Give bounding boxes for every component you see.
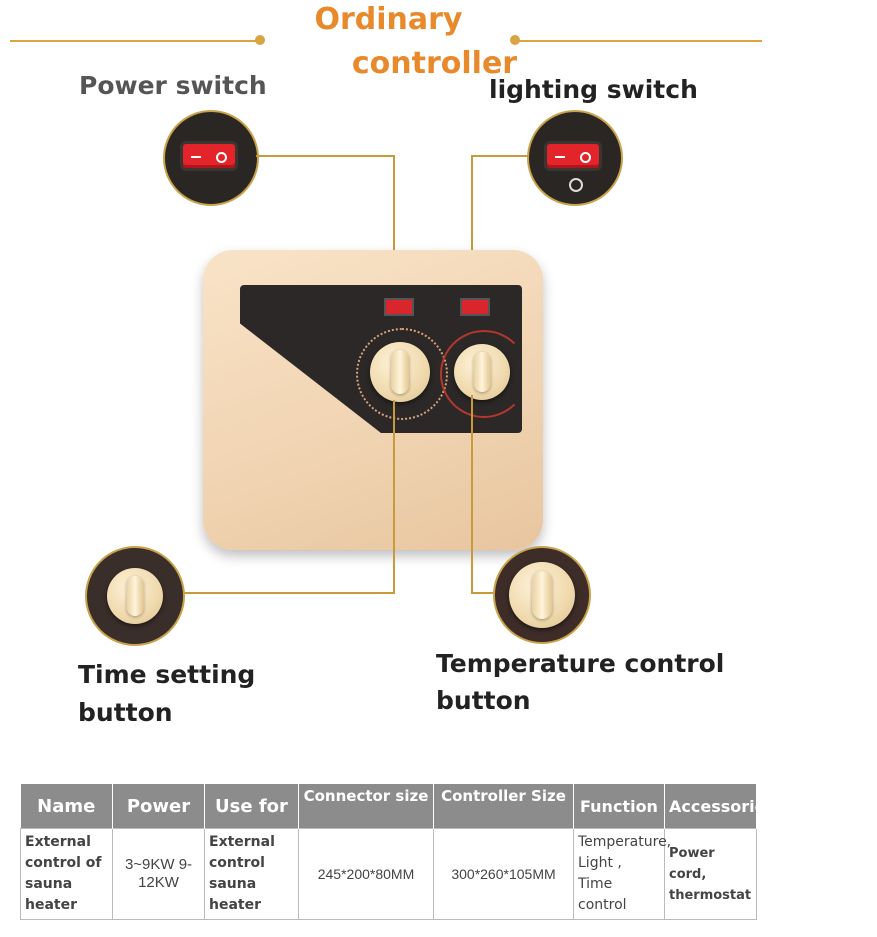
power-rocker-icon — [183, 144, 235, 168]
light-bulb-icon — [569, 178, 583, 192]
lighting-switch-closeup — [527, 110, 623, 206]
connector-light-h — [472, 155, 528, 157]
temperature-label-line2: button — [436, 686, 531, 715]
temperature-label-line1: Temperature control — [436, 649, 725, 678]
temperature-knob-closeup — [493, 546, 591, 644]
device-temperature-knob — [454, 344, 510, 400]
header-power: Power — [112, 784, 205, 829]
cell-name: External control of sauna heater — [20, 828, 113, 920]
device-light-switch — [460, 298, 490, 316]
table-header-row: Name Power Use for Connector size Contro… — [20, 784, 757, 829]
time-setting-label-line1: Time setting — [78, 660, 256, 689]
table-row: External control of sauna heater 3~9KW 9… — [20, 828, 757, 920]
cell-use-for: External control sauna heater — [204, 828, 299, 920]
header-controller-size: Controller Size — [433, 784, 574, 829]
title-dot-left — [255, 35, 265, 45]
lighting-switch-label: lighting switch — [489, 75, 698, 104]
title-dot-right — [510, 35, 520, 45]
cell-connector-size: 245*200*80MM — [298, 828, 434, 920]
device-time-knob — [370, 342, 430, 402]
power-switch-label: Power switch — [79, 71, 267, 100]
header-connector-size: Connector size — [298, 784, 434, 829]
cell-controller-size: 300*260*105MM — [433, 828, 574, 920]
connector-temp-v — [471, 395, 473, 593]
connector-time-h — [182, 592, 395, 594]
page-title-line1: Ordinary — [314, 2, 463, 37]
header-use-for: Use for — [204, 784, 299, 829]
connector-power-h — [256, 155, 394, 157]
cell-accessories: Power cord, thermostat — [664, 828, 757, 920]
connector-time-v — [393, 400, 395, 594]
time-knob-closeup — [85, 546, 185, 646]
connector-light-v — [471, 155, 473, 303]
light-rocker-icon — [547, 144, 599, 168]
device-power-switch — [384, 298, 414, 316]
connector-power-v — [393, 155, 395, 305]
connector-temp-h — [471, 592, 496, 594]
title-divider-left — [10, 40, 260, 42]
power-switch-closeup — [163, 110, 259, 206]
cell-function: Temperature, Light , Time control — [573, 828, 671, 920]
time-knob-icon — [107, 568, 163, 624]
cell-power: 3~9KW 9-12KW — [112, 828, 205, 920]
header-accessories: Accessories — [664, 784, 757, 829]
header-function: Function — [573, 784, 665, 829]
header-name: Name — [20, 784, 113, 829]
spec-table: Name Power Use for Connector size Contro… — [20, 784, 757, 920]
temp-dial-scale — [440, 330, 528, 418]
title-divider-right — [515, 40, 762, 42]
time-setting-label-line2: button — [78, 698, 173, 727]
page-title-line2: controller — [351, 46, 518, 81]
temperature-knob-icon — [509, 562, 575, 628]
